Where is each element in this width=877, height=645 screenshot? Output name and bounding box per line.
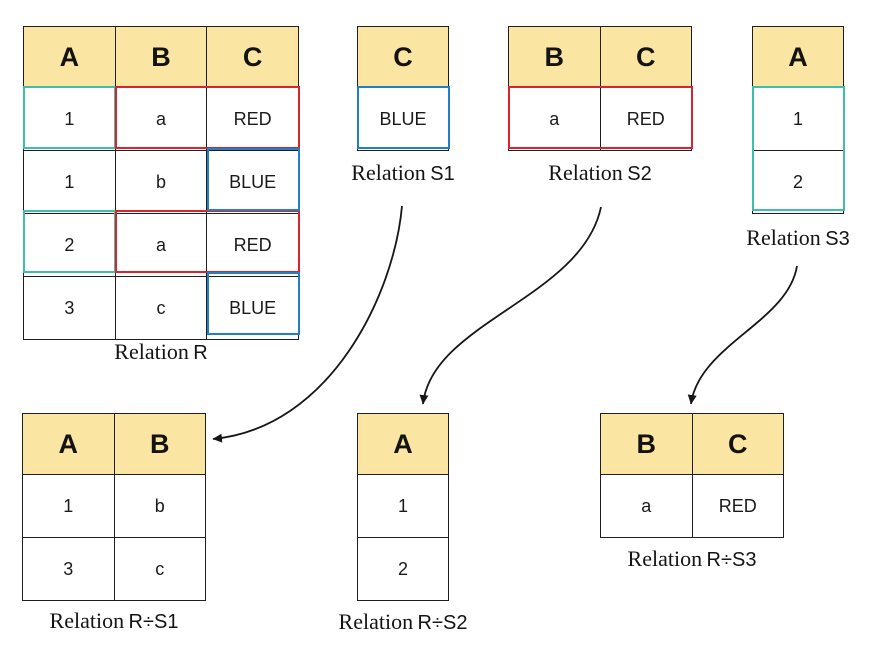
table-cell: BLUE xyxy=(206,276,299,340)
column-header: A xyxy=(752,26,844,88)
label-name: S1 xyxy=(430,163,455,185)
relation-rdivs2-group: A 1 2 Relation R÷S2 xyxy=(339,413,467,634)
table-cell: 1 xyxy=(357,474,449,538)
relation-r-group: A B C 1 a RED 1 b BLUE 2 a RED 3 c xyxy=(23,26,300,364)
table-cell: 1 xyxy=(23,87,116,151)
column-header: C xyxy=(599,26,692,88)
relation-s1-table: C BLUE xyxy=(357,26,449,151)
relation-s3-group: A 1 2 Relation S3 xyxy=(746,26,850,250)
table-cell: c xyxy=(114,276,208,340)
table-cell: 2 xyxy=(357,537,449,601)
label-prefix: Relation xyxy=(338,609,414,634)
table-cell: 1 xyxy=(22,474,115,538)
relation-s2-label: Relation S2 xyxy=(548,160,651,186)
table-cell: b xyxy=(114,150,208,214)
table-cell: RED xyxy=(691,474,784,538)
table-cell: 1 xyxy=(752,87,844,151)
table-cell: BLUE xyxy=(206,150,299,214)
column-header: B xyxy=(600,413,693,475)
label-prefix: Relation xyxy=(49,608,125,633)
relation-rdivs1-table: A B 1 b 3 c xyxy=(22,413,206,601)
relation-rdivs2-label: Relation R÷S2 xyxy=(339,609,468,635)
relation-s3-label: Relation S3 xyxy=(746,225,849,251)
table-cell: RED xyxy=(206,87,299,151)
table-cell: BLUE xyxy=(357,87,449,151)
relation-rdivs3-table: B C a RED xyxy=(600,413,784,538)
label-name: S2 xyxy=(627,163,652,185)
table-cell: a xyxy=(600,474,693,538)
label-prefix: Relation xyxy=(627,546,703,571)
label-name: R÷S1 xyxy=(128,611,179,633)
table-cell: RED xyxy=(599,87,692,151)
label-name: S3 xyxy=(825,228,850,250)
label-prefix: Relation xyxy=(746,225,821,250)
relation-s2-group: B C a RED Relation S2 xyxy=(508,26,693,185)
arrow-s2-to-rdivs2-icon xyxy=(419,206,602,405)
relation-rdivs1-label: Relation R÷S1 xyxy=(50,608,179,634)
table-cell: 2 xyxy=(23,213,116,277)
table-cell: RED xyxy=(206,213,299,277)
relation-rdivs3-group: B C a RED Relation R÷S3 xyxy=(600,413,784,571)
column-header: A xyxy=(23,26,116,88)
column-header: B xyxy=(114,26,208,88)
label-name: R xyxy=(193,342,208,364)
table-cell: 3 xyxy=(22,537,115,601)
table-cell: 1 xyxy=(23,150,116,214)
label-name: R÷S2 xyxy=(417,612,468,634)
table-cell: b xyxy=(113,474,206,538)
table-cell: a xyxy=(114,213,208,277)
table-cell: 2 xyxy=(752,150,844,214)
table-cell: a xyxy=(508,87,601,151)
arrow-s3-to-rdivs3-icon xyxy=(687,265,798,405)
relation-s1-label: Relation S1 xyxy=(351,160,454,186)
column-header: C xyxy=(206,26,299,88)
relation-r-table: A B C 1 a RED 1 b BLUE 2 a RED 3 c xyxy=(23,26,299,340)
column-header: B xyxy=(113,413,206,475)
relation-s1-group: C BLUE Relation S1 xyxy=(351,26,455,185)
relation-rdivs1-group: A B 1 b 3 c Relation R÷S1 xyxy=(22,413,206,633)
label-prefix: Relation xyxy=(548,160,623,185)
column-header: A xyxy=(22,413,115,475)
label-prefix: Relation xyxy=(114,339,189,364)
column-header: A xyxy=(357,413,449,475)
label-name: R÷S3 xyxy=(706,549,757,571)
table-cell: c xyxy=(113,537,206,601)
column-header: B xyxy=(508,26,601,88)
relation-rdivs3-label: Relation R÷S3 xyxy=(628,546,757,572)
relation-rdivs2-table: A 1 2 xyxy=(357,413,449,601)
column-header: C xyxy=(691,413,784,475)
table-cell: 3 xyxy=(23,276,116,340)
column-header: C xyxy=(357,26,449,88)
table-cell: a xyxy=(114,87,208,151)
relation-s3-table: A 1 2 xyxy=(752,26,844,214)
relation-s2-table: B C a RED xyxy=(508,26,692,151)
label-prefix: Relation xyxy=(351,160,426,185)
relation-r-label: Relation R xyxy=(114,339,207,365)
